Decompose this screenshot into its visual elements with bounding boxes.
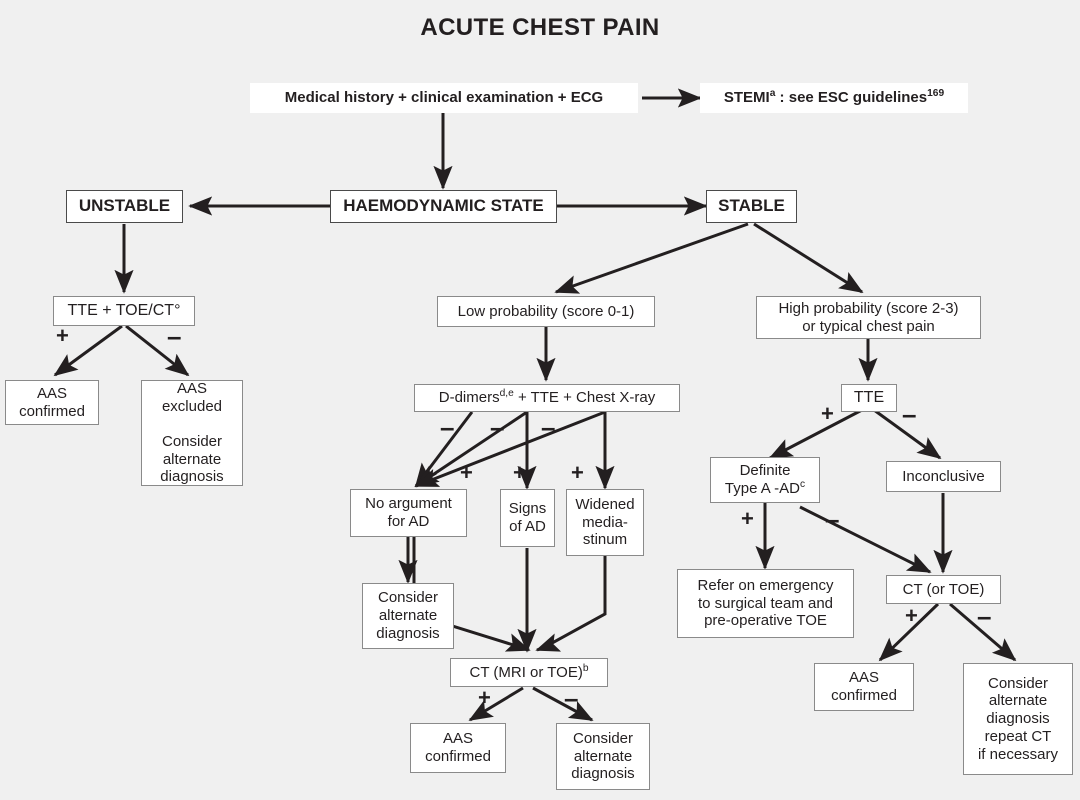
node-ct-or-toe[interactable]: CT (or TOE) <box>886 575 1001 604</box>
node-haemodynamic-state-label: HAEMODYNAMIC STATE <box>343 196 544 216</box>
sign-d-dimers-minus-1: – <box>440 412 455 442</box>
sign-d-dimers-plus-3: + <box>571 460 584 485</box>
node-inconclusive-label: Inconclusive <box>902 467 985 485</box>
sign-d-dimers-minus-2: – <box>490 412 505 442</box>
node-high-probability[interactable]: High probability (score 2-3)or typical c… <box>756 296 981 339</box>
node-d-dimers[interactable]: D-dimersd,e + TTE + Chest X-ray <box>414 384 680 412</box>
node-medical-history-label: Medical history + clinical examination +… <box>284 89 604 107</box>
node-high-probability-label: High probability (score 2-3)or typical c… <box>778 299 959 335</box>
node-stable[interactable]: STABLE <box>706 190 797 223</box>
sign-ct-mri-minus: – <box>564 683 579 713</box>
node-unstable[interactable]: UNSTABLE <box>66 190 183 223</box>
node-tte-toe-ct-label: TTE + TOE/CT° <box>67 301 181 319</box>
node-ct-mri-or-toe-label: CT (MRI or TOE)b <box>469 662 589 681</box>
sign-tte-toe-ct-plus: + <box>56 323 69 348</box>
node-low-probability-label: Low probability (score 0-1) <box>457 302 635 320</box>
sign-tte-plus: + <box>821 401 834 426</box>
sign-tte-minus: – <box>902 399 917 429</box>
sign-tte-toe-ct-minus: – <box>167 321 182 351</box>
sign-ct-or-toe-minus: – <box>977 601 992 631</box>
sign-ct-mri-plus: + <box>478 685 491 710</box>
node-unstable-label: UNSTABLE <box>78 196 171 216</box>
node-stemi[interactable]: STEMIa : see ESC guidelines169 <box>700 83 968 113</box>
node-stable-label: STABLE <box>718 196 785 216</box>
node-tte-toe-ct[interactable]: TTE + TOE/CT° <box>53 296 195 326</box>
node-tte-label: TTE <box>853 388 885 406</box>
sign-definite-minus: – <box>825 504 840 534</box>
node-ct-or-toe-label: CT (or TOE) <box>902 580 985 598</box>
node-low-probability[interactable]: Low probability (score 0-1) <box>437 296 655 327</box>
node-stemi-label: STEMIa : see ESC guidelines169 <box>723 88 945 107</box>
node-ct-mri-or-toe[interactable]: CT (MRI or TOE)b <box>450 658 608 687</box>
node-medical-history[interactable]: Medical history + clinical examination +… <box>250 83 638 113</box>
sign-d-dimers-plus-1: + <box>460 460 473 485</box>
node-d-dimers-label: D-dimersd,e + TTE + Chest X-ray <box>438 388 656 407</box>
sign-d-dimers-plus-2: + <box>513 460 526 485</box>
sign-ct-or-toe-plus: + <box>905 603 918 628</box>
node-inconclusive[interactable]: Inconclusive <box>886 461 1001 492</box>
sign-definite-plus: + <box>741 506 754 531</box>
sign-d-dimers-minus-3: – <box>541 412 556 442</box>
node-haemodynamic-state[interactable]: HAEMODYNAMIC STATE <box>330 190 557 223</box>
page-title: ACUTE CHEST PAIN <box>420 14 660 41</box>
node-tte[interactable]: TTE <box>841 384 897 412</box>
